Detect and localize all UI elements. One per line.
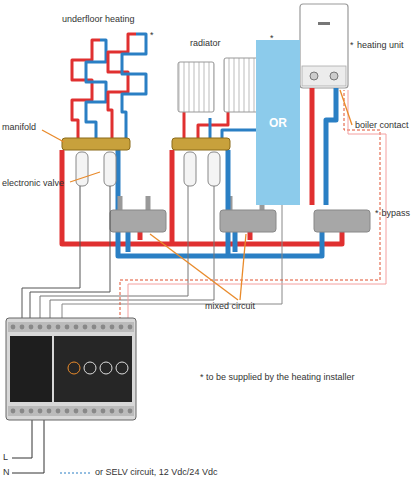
terminals [11,325,133,414]
terminal-screw [110,325,115,330]
terminal-screw [128,409,133,414]
terminal-screw [65,409,70,414]
asterisk: * [375,208,379,219]
terminal-screw [101,325,106,330]
asterisk: * [270,33,274,44]
terminal-screw [11,409,16,414]
terminal-screw [65,325,70,330]
terminal-screw [92,409,97,414]
part-label: manifold [2,122,36,133]
radiators [178,58,262,112]
footnote: * to be supplied by the heating installe… [200,372,355,383]
terminal-screw [74,409,79,414]
part-label: radiator [190,38,221,49]
boiler [300,4,348,88]
band-label: OR [269,116,287,130]
part-label: boiler contact [355,120,409,131]
leader-lines [42,90,352,300]
supply-note: or SELV circuit, 12 Vdc/24 Vdc [95,467,217,478]
terminal-screw [47,325,52,330]
terminal-screw [29,409,34,414]
terminal-screw [47,409,52,414]
manifolds [62,138,230,150]
part-label: underfloor heating [62,14,135,25]
terminal-screw [29,325,34,330]
terminal-screw [11,325,16,330]
part-label: mixed circuit [205,301,255,312]
terminal-screw [56,409,61,414]
pipes [62,34,342,256]
asterisk: * [350,40,354,51]
part-label: electronic valve [2,178,64,189]
asterisk: * [150,30,154,41]
terminal-screw [119,325,124,330]
terminal-screw [92,325,97,330]
terminal-screw [101,409,106,414]
terminal-screw [38,325,43,330]
terminal-screw [110,409,115,414]
terminal-screw [119,409,124,414]
terminal-screw [74,325,79,330]
terminal-label: N [3,467,10,478]
part-label: heating unit [357,40,404,51]
terminal-screw [128,325,133,330]
controller [6,318,136,420]
terminal-label: L [3,452,8,463]
part-label: bypass [381,208,410,219]
terminal-screw [56,325,61,330]
terminal-screw [38,409,43,414]
terminal-screw [20,325,25,330]
terminal-screw [83,409,88,414]
electronic-valves [76,152,220,186]
terminal-screw [83,325,88,330]
bypass-boxes [110,210,370,232]
terminal-screw [20,409,25,414]
alternative-band: OR [256,40,300,205]
